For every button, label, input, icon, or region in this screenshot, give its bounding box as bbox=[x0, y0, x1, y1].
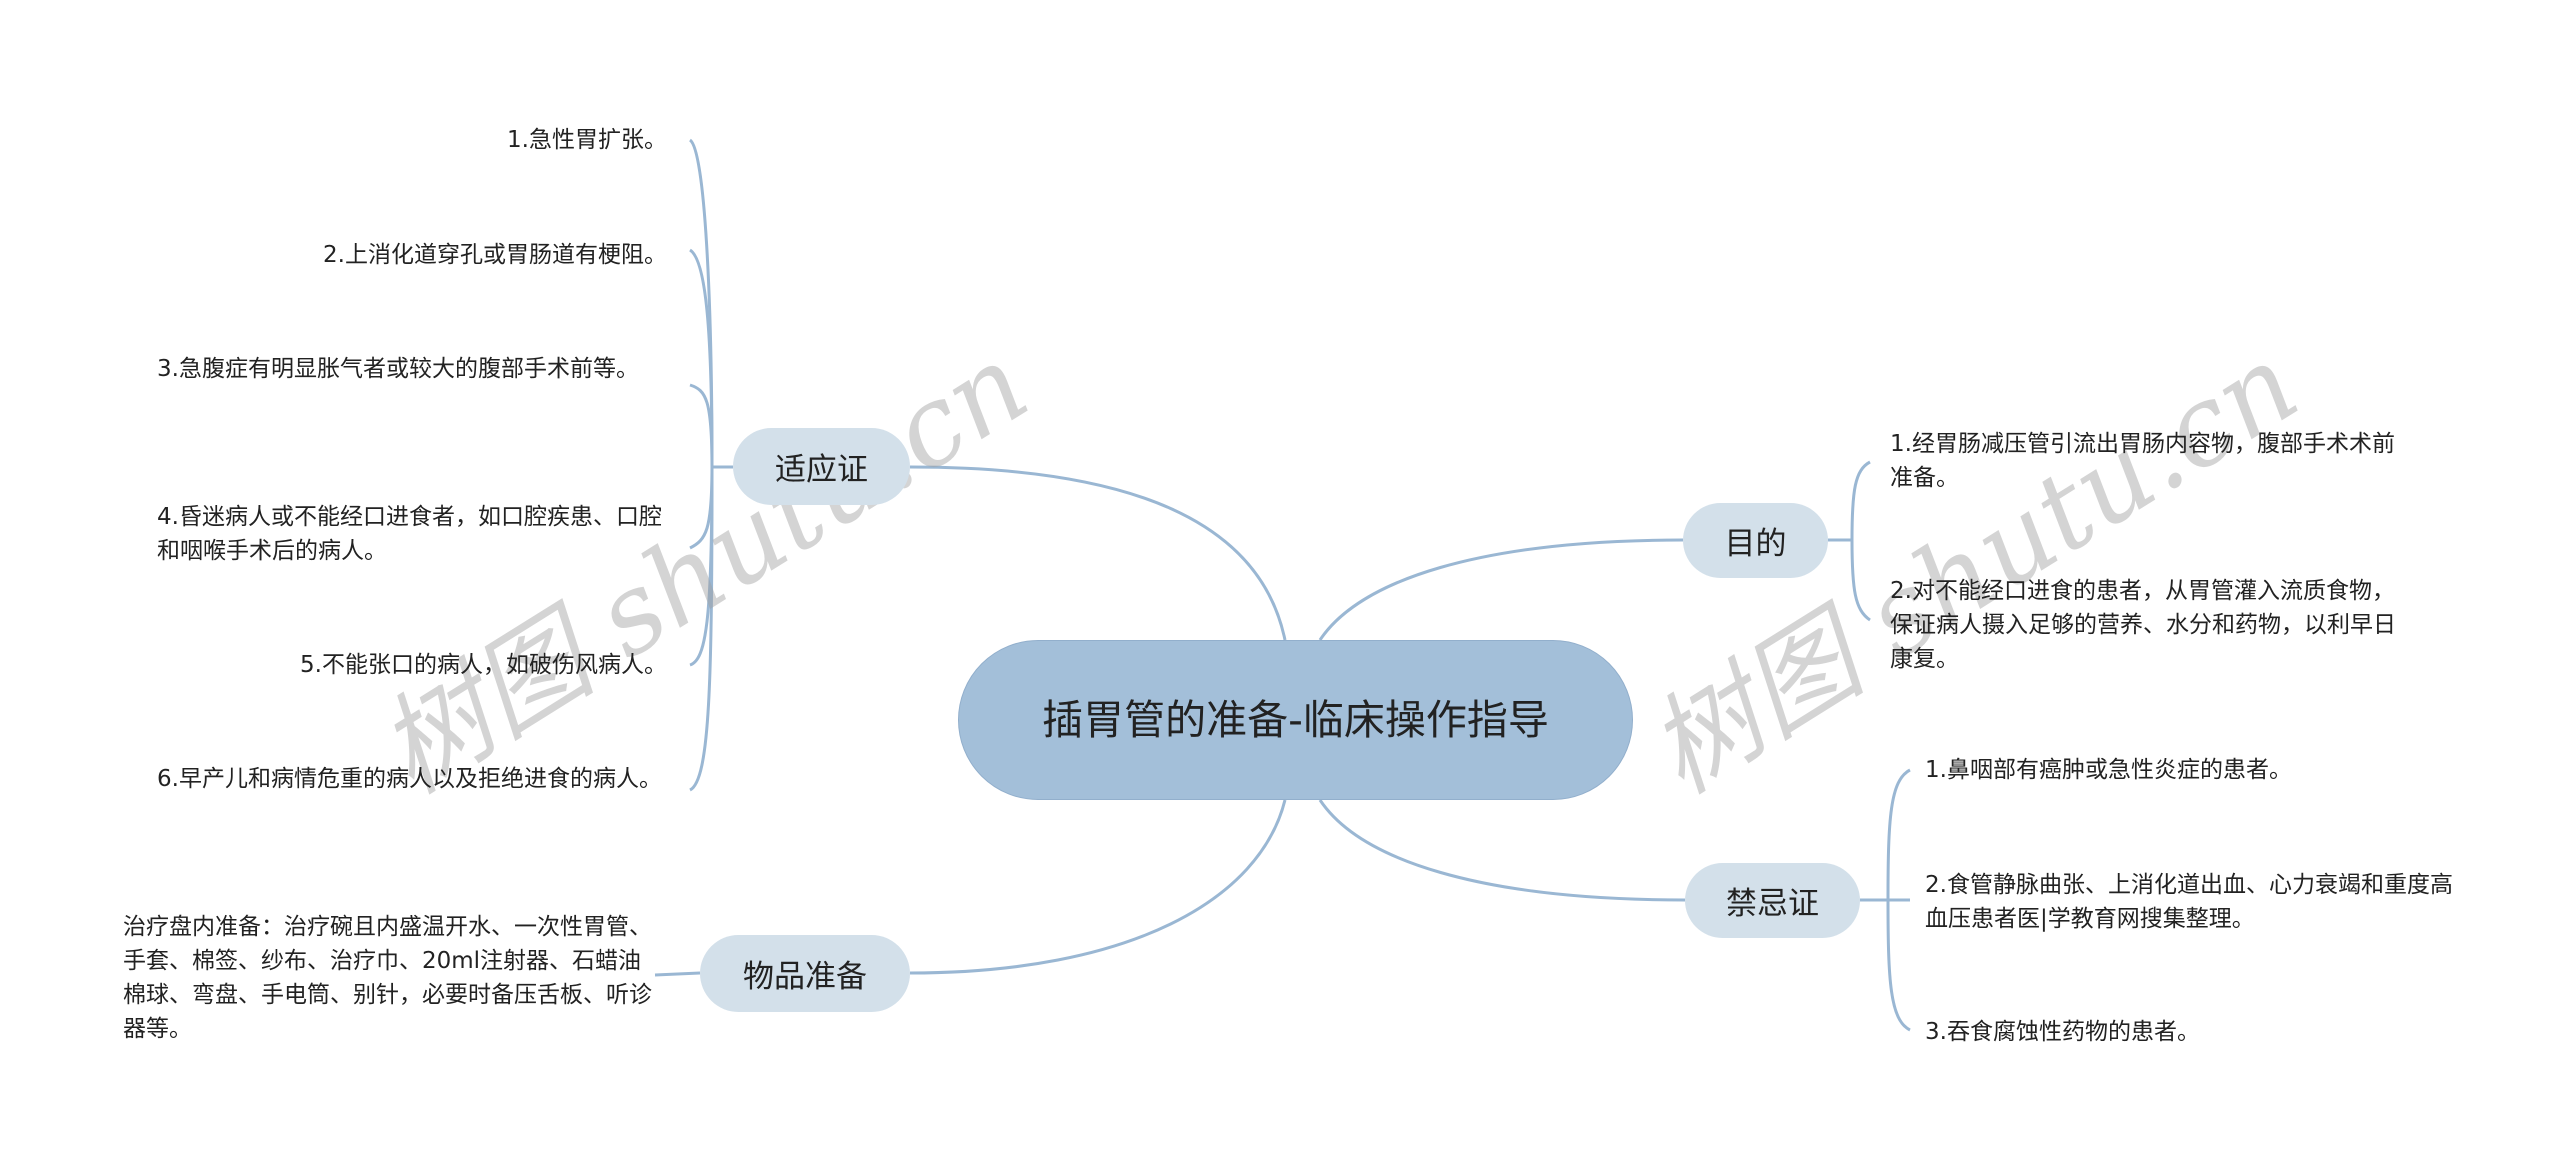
contraindication-item[interactable]: 3.吞食腐蚀性药物的患者。 bbox=[1925, 1019, 2200, 1045]
branch-supplies[interactable]: 物品准备 bbox=[700, 935, 910, 1012]
indication-item[interactable]: 5.不能张口的病人，如破伤风病人。 bbox=[300, 652, 667, 678]
purpose-item[interactable]: 1.经胃肠减压管引流出胃肠内容物，腹部手术术前准备。 bbox=[1890, 431, 2395, 491]
purpose-item[interactable]: 2.对不能经口进食的患者，从胃管灌入流质食物，保证病人摄入足够的营养、水分和药物… bbox=[1890, 578, 2396, 672]
branch-indications-label: 适应证 bbox=[775, 452, 868, 488]
branch-supplies-label: 物品准备 bbox=[743, 959, 867, 995]
indication-item[interactable]: 6.早产儿和病情危重的病人以及拒绝进食的病人。 bbox=[157, 766, 662, 792]
contraindication-item[interactable]: 1.鼻咽部有癌肿或急性炎症的患者。 bbox=[1925, 757, 2292, 783]
branch-purpose[interactable]: 目的 bbox=[1683, 503, 1828, 578]
contraindication-item[interactable]: 2.食管静脉曲张、上消化道出血、心力衰竭和重度高血压患者医|学教育网搜集整理。 bbox=[1925, 872, 2453, 932]
indication-item[interactable]: 1.急性胃扩张。 bbox=[507, 127, 667, 153]
indication-item[interactable]: 3.急腹症有明显胀气者或较大的腹部手术前等。 bbox=[157, 356, 639, 382]
branch-contraindications[interactable]: 禁忌证 bbox=[1685, 863, 1860, 938]
central-topic[interactable]: 插胃管的准备-临床操作指导 bbox=[958, 640, 1633, 800]
branch-contraindications-label: 禁忌证 bbox=[1726, 886, 1819, 922]
supplies-item[interactable]: 治疗盘内准备：治疗碗且内盛温开水、一次性胃管、手套、棉签、纱布、治疗巾、20ml… bbox=[123, 914, 652, 1042]
indication-item[interactable]: 2.上消化道穿孔或胃肠道有梗阻。 bbox=[323, 242, 667, 268]
branch-indications[interactable]: 适应证 bbox=[733, 428, 910, 505]
branch-purpose-label: 目的 bbox=[1724, 526, 1787, 562]
indication-item[interactable]: 4.昏迷病人或不能经口进食者，如口腔疾患、口腔和咽喉手术后的病人。 bbox=[157, 504, 662, 564]
central-topic-label: 插胃管的准备-临床操作指导 bbox=[1042, 696, 1549, 744]
